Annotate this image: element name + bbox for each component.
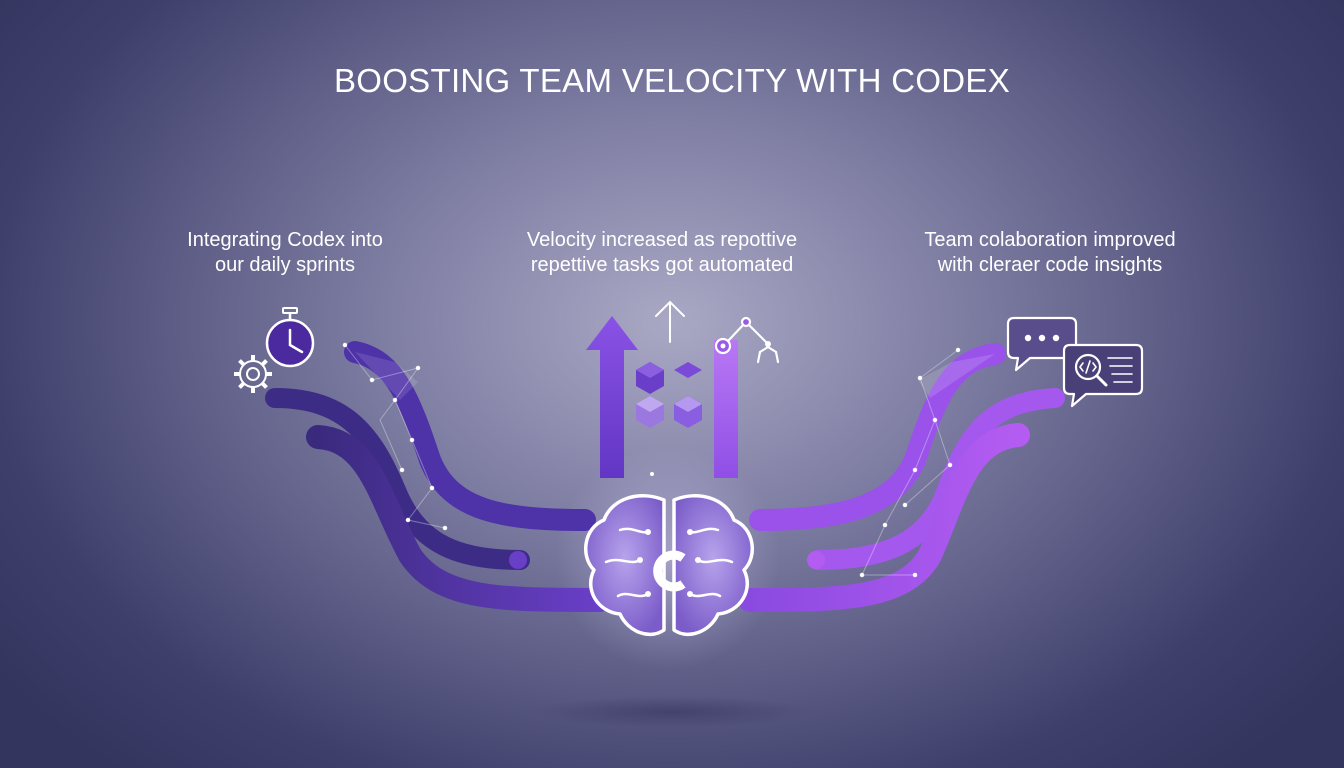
brain-c-icon [584,494,754,636]
left-streams [265,341,612,612]
blocks-icon [636,362,702,428]
velocity-arrow-left [586,316,638,478]
left-stream-glow [355,352,418,400]
floor-shadow [532,696,812,728]
right-stream-end-dot [807,551,825,569]
constellation-network-left [342,342,448,531]
chat-bubble-icon [1006,316,1078,372]
constellation-network-right [859,347,961,578]
caption-middle-line1: Velocity increased as repottive [526,229,798,251]
robot-arm-icon [714,316,780,364]
caption-left-line1: Integrating Codex into [187,229,383,251]
left-stream-inner [265,388,530,570]
spark-dot [650,472,654,476]
stopwatch-icon [265,307,315,368]
left-stream-top [344,341,596,531]
caption-right-line1: Team colaboration improved [924,229,1176,251]
gear-icon [234,355,272,393]
page-title: BOOSTING TEAM VELOCITY WITH CODEX [333,62,1011,99]
arrow-up-icon [655,300,685,343]
caption-right-line2: with cleraer code insights [937,254,1163,276]
left-stream-bottom [306,425,612,612]
caption-left-line2: our daily sprints [214,254,356,276]
code-search-icon [1062,343,1144,408]
caption-collaboration: Team colaboration improved with cleraer … [905,228,1195,278]
right-stream-glow [918,354,995,398]
caption-integrating: Integrating Codex into our daily sprints [155,228,415,278]
left-stream-end-dot [509,551,527,569]
caption-velocity: Velocity increased as repottive repettiv… [502,228,822,278]
right-stream-bottom [738,423,1030,612]
right-streams [738,343,1065,612]
caption-middle-line2: repettive tasks got automated [530,254,794,276]
velocity-bar-right [714,340,738,478]
right-stream-top [749,343,1006,531]
